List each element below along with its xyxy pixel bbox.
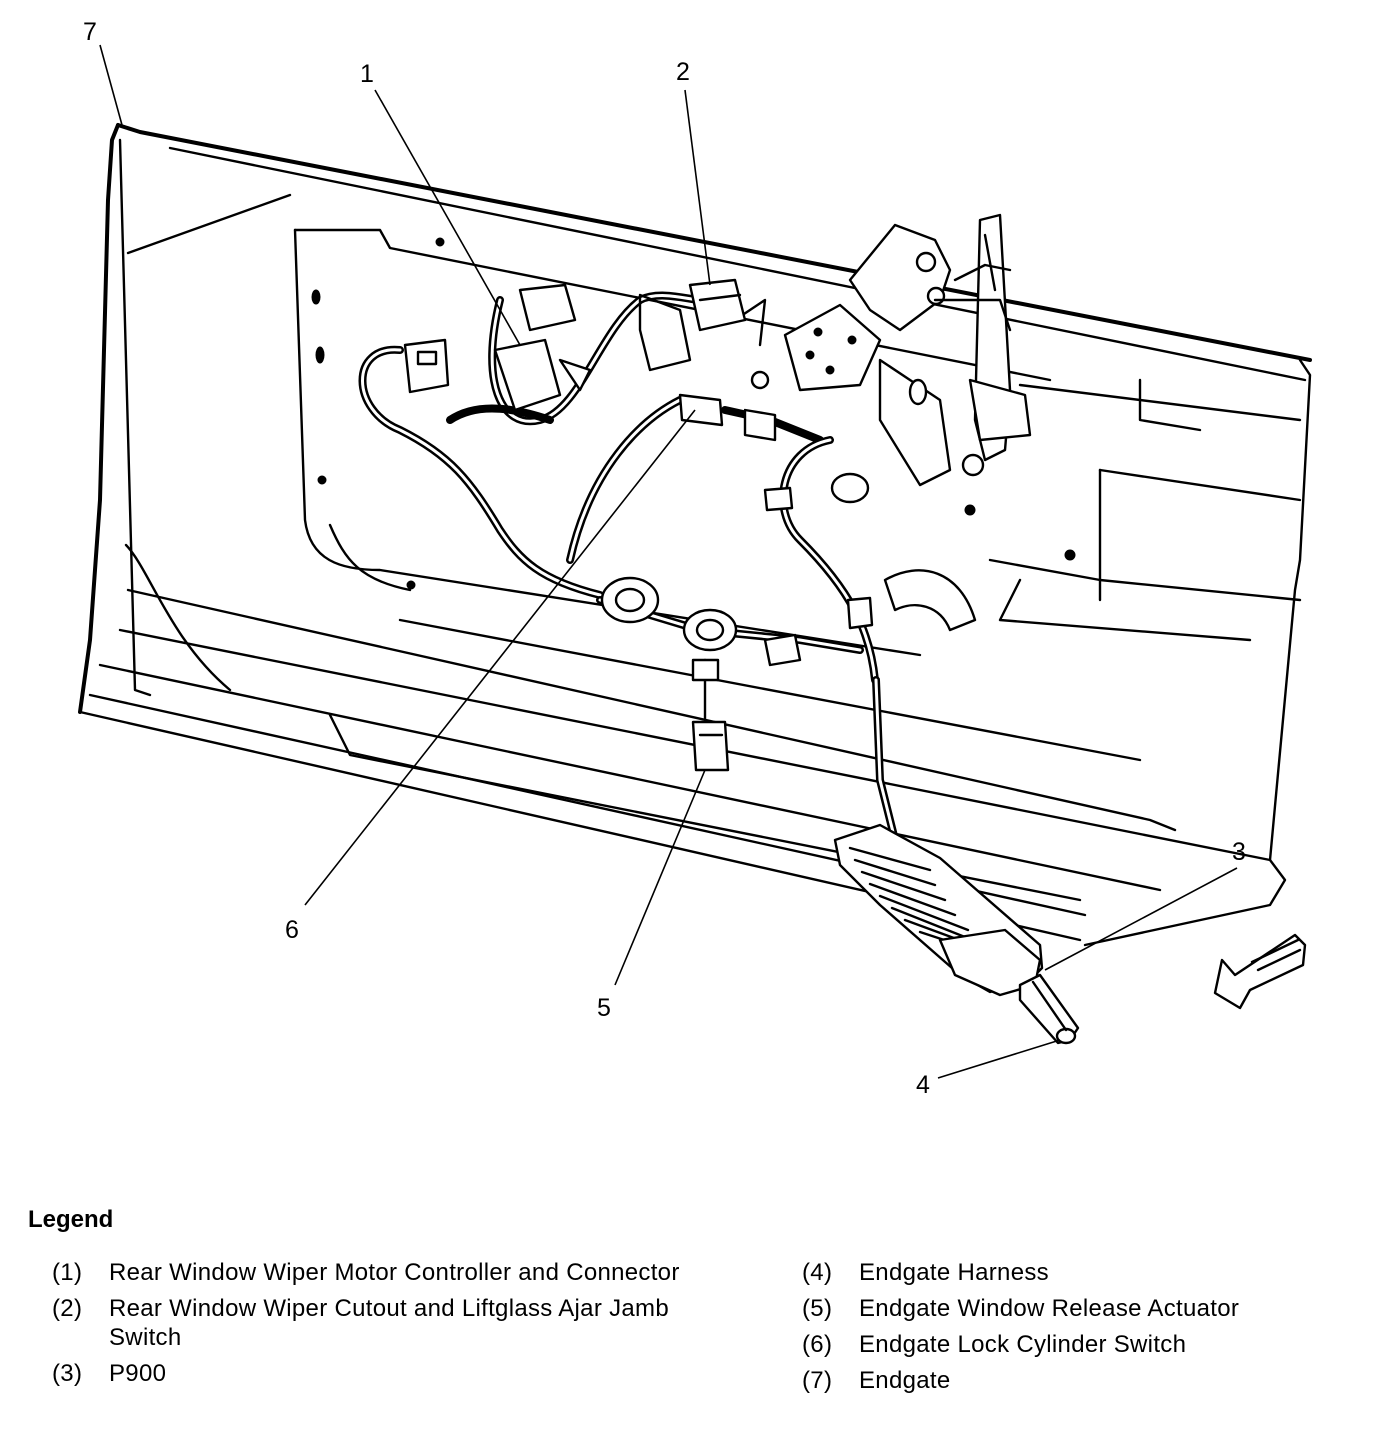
endgate-panel [78,123,1312,947]
legend-item-4: (4) Endgate Harness [802,1258,1362,1287]
legend-title: Legend [28,1206,114,1233]
legend-text: Endgate Harness [859,1259,1049,1286]
legend-number: (4) [802,1259,833,1286]
leader-lines [99,44,1238,1079]
legend-item-3: (3) P900 [52,1359,692,1388]
wiper-motor-controller [403,283,592,412]
legend-number: (6) [802,1331,833,1358]
legend-item-2: (2) Rear Window Wiper Cutout and Liftgla… [52,1294,692,1352]
legend-number: (5) [802,1295,833,1322]
callout-5: 5 [597,994,611,1022]
legend-text: Endgate Window Release Actuator [859,1295,1240,1322]
callout-7: 7 [83,18,97,46]
legend-text: Endgate Lock Cylinder Switch [859,1331,1187,1358]
endgate-wiring-diagram: 1 2 3 4 5 6 7 [78,18,1312,1099]
legend-item-7: (7) Endgate [802,1366,1362,1395]
harness-wires [358,291,899,844]
p900-connector [833,823,1044,997]
callout-4: 4 [916,1071,930,1099]
legend-item-1: (1) Rear Window Wiper Motor Controller a… [52,1258,692,1287]
jamb-switch [688,278,747,332]
window-release-actuator [691,658,730,772]
callout-3: 3 [1232,838,1246,866]
legend-number: (2) [52,1295,83,1322]
legend-text: Rear Window Wiper Motor Controller and C… [109,1259,680,1286]
latch-mechanism [783,213,1032,487]
callout-6: 6 [285,916,299,944]
legend-number: (3) [52,1360,83,1387]
legend-text: P900 [109,1360,167,1387]
legend-text: Endgate [859,1367,951,1394]
callout-labels: 1 2 3 4 5 6 7 [83,18,1246,1099]
callout-2: 2 [676,58,690,86]
legend-item-6: (6) Endgate Lock Cylinder Switch [802,1330,1362,1359]
callout-1: 1 [360,60,374,88]
harness-grommets [600,472,977,667]
lock-cylinder-switch [678,370,777,442]
legend-number: (7) [802,1367,833,1394]
endgate-harness-connector [1018,973,1080,1045]
legend-right-column: (4) Endgate Harness (5) Endgate Window R… [802,1258,1362,1402]
view-direction-arrow-icon [1213,933,1307,1010]
legend-number: (1) [52,1259,83,1286]
legend-text: Rear Window Wiper Cutout and Liftglass A… [109,1295,669,1351]
legend-left-column: (1) Rear Window Wiper Motor Controller a… [52,1258,692,1395]
legend-item-5: (5) Endgate Window Release Actuator [802,1294,1362,1323]
